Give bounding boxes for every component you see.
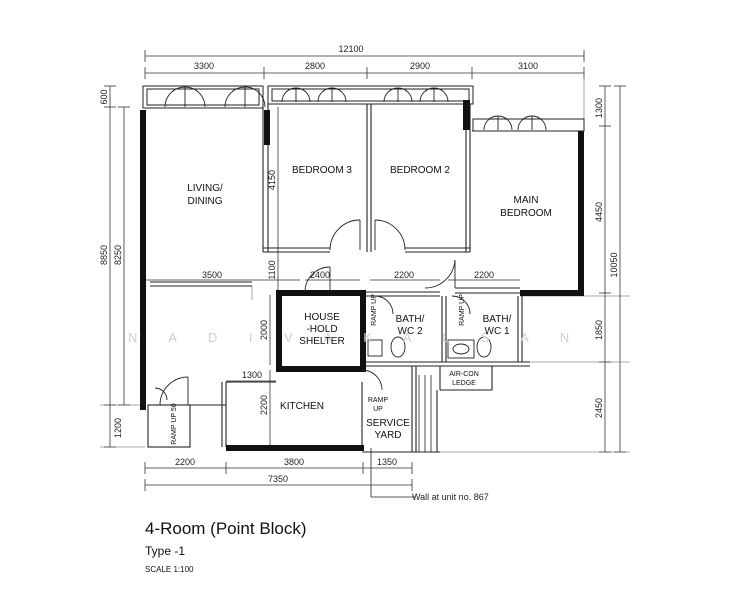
bathroom-fixtures [367, 336, 492, 359]
window-frames [142, 85, 585, 132]
dim-left-mid: 8250 [113, 245, 123, 265]
dim-bottom-total: 7350 [268, 474, 288, 484]
annotation-leader [370, 448, 415, 498]
dim-bottom-1: 2200 [175, 457, 195, 467]
dim-shelter-width: 2400 [310, 270, 330, 280]
dim-shelter-height: 2000 [259, 320, 269, 340]
dim-bottom-2: 3800 [284, 457, 304, 467]
dim-right-top: 1300 [594, 98, 604, 118]
dim-right-lower: 1850 [594, 320, 604, 340]
dim-left-bottom: 1200 [113, 418, 123, 438]
dim-top-1: 3300 [194, 61, 214, 71]
window-door-swings [164, 86, 547, 131]
dim-bedroom3-height: 4150 [267, 170, 277, 190]
label-aircon-1: AIR-CON [449, 371, 479, 378]
label-kitchen: KITCHEN [280, 401, 324, 412]
label-main-2: BEDROOM [500, 208, 552, 219]
label-living-1: LIVING/ [187, 183, 223, 194]
label-ramp-bath1: RAMP UP [459, 294, 466, 326]
label-ramp-service-up: UP [373, 406, 383, 413]
label-service-1: SERVICE [366, 418, 410, 429]
dim-kitchen-offset: 1300 [242, 370, 262, 380]
label-shelter-2: -HOLD [306, 324, 337, 335]
label-service-2: YARD [374, 430, 401, 441]
label-bedroom-3: BEDROOM 3 [292, 165, 352, 176]
dim-left-total: 8850 [99, 245, 109, 265]
label-ramp-balcony: RAMP UP 50 [171, 403, 178, 444]
label-shelter-3: SHELTER [299, 336, 344, 347]
dim-gap-height: 1100 [267, 260, 277, 279]
dimension-labels: 12100 3300 2800 2900 3100 2200 3800 1350… [99, 44, 619, 484]
plan-scale: SCALE 1:100 [145, 565, 194, 574]
dim-top-2: 2800 [305, 61, 325, 71]
label-bath2-2: WC 2 [398, 326, 423, 337]
label-main-1: MAIN [514, 195, 539, 206]
dim-right-mid: 4450 [594, 202, 604, 222]
dim-left-top: 600 [99, 89, 109, 104]
dim-top-3: 2900 [410, 61, 430, 71]
dimension-lines [104, 50, 626, 491]
label-bath2-1: BATH/ [396, 314, 425, 325]
dim-living-width: 3500 [202, 270, 222, 280]
structural-walls [140, 100, 584, 451]
dim-top-total: 12100 [338, 44, 363, 54]
label-bath1-1: BATH/ [483, 314, 512, 325]
dim-right-bottom: 2450 [594, 398, 604, 418]
label-shelter-1: HOUSE [304, 312, 340, 323]
plan-title: 4-Room (Point Block) [145, 519, 307, 538]
label-ramp-bath2: RAMP UP [371, 294, 378, 326]
interior-walls [147, 104, 584, 453]
dim-kitchen-height: 2200 [259, 395, 269, 415]
service-ladder [418, 375, 432, 452]
label-bedroom-2: BEDROOM 2 [390, 165, 450, 176]
room-labels: LIVING/ DINING BEDROOM 3 BEDROOM 2 MAIN … [171, 165, 552, 502]
watermark: N A D I V A K A L S A N [128, 330, 583, 345]
dim-bottom-3: 1350 [377, 457, 397, 467]
dim-bath2-width: 2200 [394, 270, 414, 280]
dim-right-total: 10050 [609, 252, 619, 277]
annotation-wall-unit: Wall at unit no. 867 [412, 492, 489, 502]
label-living-2: DINING [188, 196, 223, 207]
dim-top-4: 3100 [518, 61, 538, 71]
extension-lines [100, 79, 630, 453]
label-aircon-2: LEDGE [452, 380, 476, 387]
dim-bath1-width: 2200 [474, 270, 494, 280]
label-bath1-2: WC 1 [485, 326, 510, 337]
label-ramp-service: RAMP [368, 397, 389, 404]
door-swings [154, 219, 471, 406]
plan-type: Type -1 [145, 544, 186, 558]
